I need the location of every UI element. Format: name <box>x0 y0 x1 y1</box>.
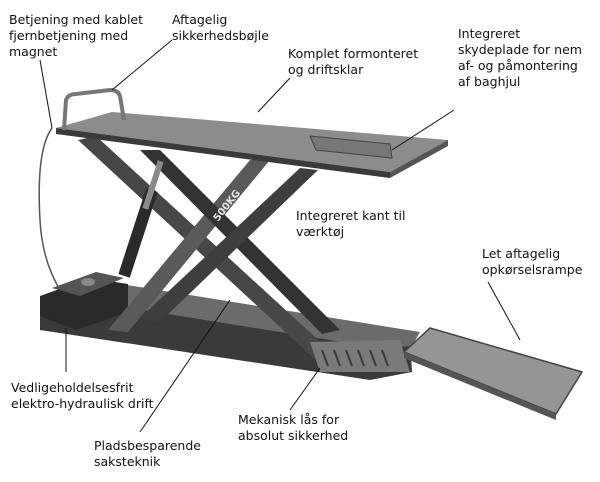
pump-cap-icon <box>81 278 95 286</box>
scissor-arm-a <box>78 136 340 364</box>
lock-rack-teeth <box>321 349 389 367</box>
table-top <box>56 112 448 172</box>
callout-lines <box>39 39 521 433</box>
scissor-arm-b <box>108 160 270 332</box>
table-top-side <box>390 140 448 178</box>
scissor-arm-d <box>140 168 318 322</box>
table-top-edge <box>56 128 390 178</box>
label-lock: Mekanisk lås for absolut sikkerhed <box>238 412 349 443</box>
label-safety-bar: Aftagelig sikkerhedsbøjle <box>172 12 269 43</box>
pump-unit <box>40 278 128 330</box>
label-tool-edge: Integreret kant til værktøj <box>296 208 406 239</box>
ramp-edge <box>404 352 556 420</box>
label-ramp: Let aftagelig opkørselsrampe <box>482 246 583 277</box>
label-premounted: Komplet formonteret og driftsklar <box>288 46 419 77</box>
label-scissor: Pladsbesparende saksteknik <box>94 438 201 469</box>
label-remote: Betjening med kablet fjernbetjening med … <box>9 12 144 59</box>
safety-bar <box>62 87 126 131</box>
label-hydraulic: Vedligeholdelsesfrit elektro-hydraulisk … <box>11 380 154 411</box>
ramp <box>402 327 584 415</box>
slide-plate <box>309 135 393 159</box>
hydraulic-cylinder <box>118 188 158 278</box>
remote-cable <box>38 127 61 291</box>
label-slide-plate: Integreret skydeplade for nem af- og påm… <box>458 26 582 89</box>
cylinder-rod <box>142 160 164 210</box>
